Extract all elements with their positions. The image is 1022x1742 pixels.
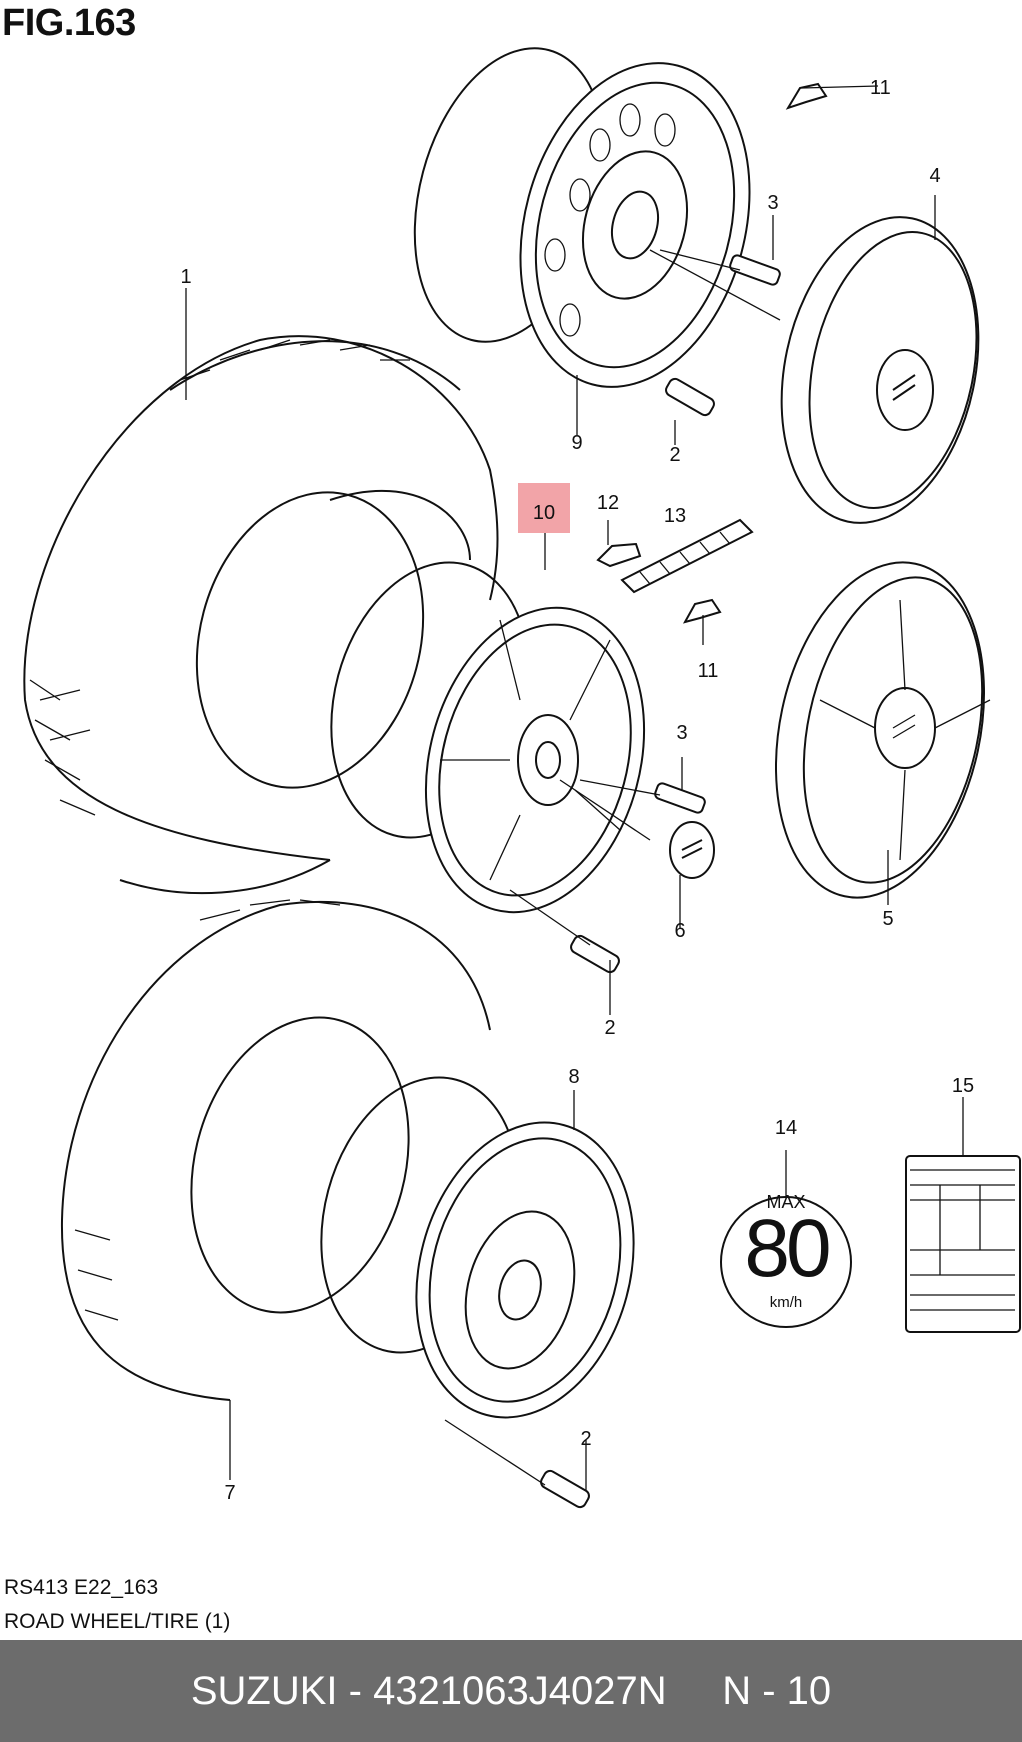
callout-3: 3: [767, 192, 779, 214]
sticker-unit-text: km/h: [769, 1294, 803, 1311]
leader-lines: [185, 85, 964, 1490]
tire-1-drawing: [23, 335, 499, 895]
callout-5: 5: [882, 908, 894, 930]
callout-9: 9: [571, 432, 583, 454]
steel-wheel-9-drawing: [413, 47, 751, 388]
valve-2-drawings: [540, 377, 715, 1509]
clip-11-drawings: [682, 82, 828, 624]
sticker-max-text: MAX: [766, 1192, 806, 1212]
highlighted-callout-box: [518, 483, 570, 533]
callout-2: 2: [604, 1017, 616, 1039]
callout-13: 13: [663, 505, 687, 527]
callout-2: 2: [669, 444, 681, 466]
callout-15: 15: [951, 1075, 975, 1097]
callout-8: 8: [568, 1066, 580, 1088]
diagram-description: ROAD WHEEL/TIRE (1): [4, 1610, 231, 1633]
callout-11: 11: [697, 660, 719, 682]
parts-diagram: [23, 47, 1021, 1509]
diagram-code: RS413 E22_163: [4, 1576, 159, 1599]
callout-12: 12: [596, 492, 620, 514]
label-15-drawing: [905, 1155, 1021, 1333]
steel-wheel-8-drawing: [320, 1076, 635, 1419]
callout-2: 2: [580, 1428, 592, 1450]
center-cap-6-drawing: [669, 821, 715, 879]
callout-1: 1: [180, 266, 192, 288]
callout-11: 11: [870, 77, 891, 99]
alloy-wheel-10-drawing: [330, 561, 646, 914]
figure-title: FIG.163: [2, 2, 136, 44]
bolt-3-drawings: [654, 254, 781, 814]
callout-7: 7: [224, 1482, 236, 1504]
callout-10: 10: [532, 502, 556, 524]
sticker-speed-value: 80: [744, 1203, 831, 1294]
wheel-cover-5-drawing: [774, 561, 991, 899]
wheel-cover-4-drawing: [780, 216, 980, 524]
weight-12-drawing: [596, 542, 642, 568]
weight-strip-13-drawing: [620, 518, 754, 594]
callout-3: 3: [676, 722, 688, 744]
callout-4: 4: [929, 165, 941, 187]
callout-14: 14: [774, 1117, 798, 1139]
tire-7-drawing: [60, 899, 491, 1401]
footer-part-number: SUZUKI - 4321063J4027N N - 10: [0, 1640, 1022, 1742]
callout-6: 6: [674, 920, 686, 942]
